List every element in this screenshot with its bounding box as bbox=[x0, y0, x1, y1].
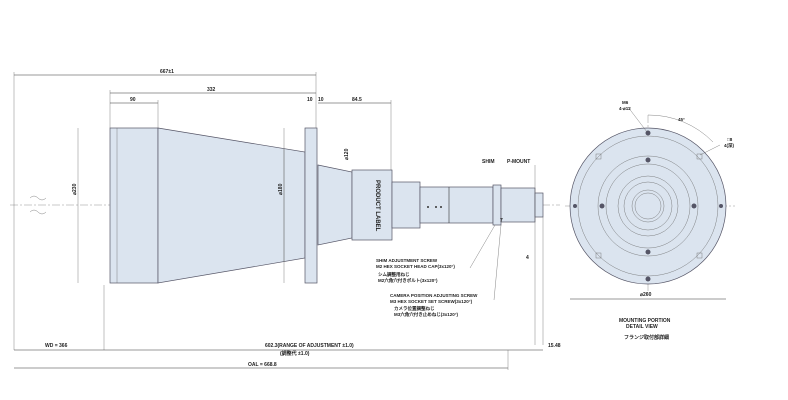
camera-screw-jp-spec: M3六角穴付き止めねじ(3x120°) bbox=[394, 311, 459, 318]
dim-dia-120: ⌀120 bbox=[344, 148, 350, 160]
break-mark bbox=[29, 195, 47, 215]
dim-10a: 10 bbox=[307, 97, 313, 103]
callouts: SHIM P-MOUNT 4 7 SHIM ADJUSTMENT SCREW M… bbox=[376, 159, 544, 345]
dim-7: 7 bbox=[500, 218, 503, 224]
hole-label: M6 bbox=[622, 100, 629, 105]
shim-screw-label: SHIM ADJUSTMENT SCREW bbox=[376, 258, 438, 263]
shim-screw-jp-spec: M2六角穴付きボルト(3x120°) bbox=[378, 277, 438, 284]
product-label: PRODUCT LABEL bbox=[374, 180, 380, 232]
bottom-dimensions: WD = 366 602.3(RANGE OF ADJUSTMENT ±1.0)… bbox=[14, 285, 561, 370]
dim-90: 90 bbox=[130, 97, 136, 103]
mounting-detail-view: M6 4-⌀12 45° □8 4(深) ⌀260 MOUNTING PORTI… bbox=[565, 100, 735, 341]
dim-oal: OAL = 668.8 bbox=[248, 362, 277, 368]
dim-332: 332 bbox=[207, 87, 216, 93]
camera-screw-spec: M3 HEX SOCKET SET SCREW(3x120°) bbox=[390, 299, 473, 304]
dim-15-48: 15.48 bbox=[548, 343, 561, 349]
shim-screw-jp: シム調整用ねじ bbox=[378, 271, 410, 278]
square-hole-spec: 4(深) bbox=[724, 142, 735, 149]
hole-spec: 4-⌀12 bbox=[619, 106, 631, 111]
camera-screw-label: CAMERA POSITION ADJUSTING SCREW bbox=[390, 293, 478, 298]
p-mount-label: P-MOUNT bbox=[507, 159, 530, 165]
lens-body: PRODUCT LABEL bbox=[109, 127, 544, 284]
dim-dia-230: ⌀230 bbox=[72, 183, 78, 195]
detail-diameter: ⌀260 bbox=[640, 292, 652, 298]
shim-label: SHIM bbox=[482, 159, 495, 165]
dim-range: 602.3(RANGE OF ADJUSTMENT ±1.0) bbox=[265, 343, 354, 349]
dim-wd: WD = 366 bbox=[45, 343, 68, 349]
top-dimensions: 667±1 332 90 10 10 84.5 ⌀120 ⌀230 ⌀180 bbox=[13, 69, 392, 350]
dim-range-jp: (調整代 ±1.0) bbox=[280, 350, 310, 357]
detail-title-jp: フランジ取付部詳細 bbox=[624, 334, 669, 341]
dim-4: 4 bbox=[526, 255, 529, 261]
square-hole-label: □8 bbox=[727, 137, 733, 142]
shim-screw-spec: M2 HEX SOCKET HEAD CAP(3x120°) bbox=[376, 264, 455, 269]
dim-overall: 667±1 bbox=[160, 69, 174, 75]
dim-dia-180: ⌀180 bbox=[278, 183, 284, 195]
dim-84-5: 84.5 bbox=[352, 97, 362, 103]
detail-title: MOUNTING PORTION bbox=[619, 318, 671, 324]
angle-label: 45° bbox=[678, 117, 685, 122]
camera-screw-jp: カメラ位置調整ねじ bbox=[394, 305, 435, 312]
dim-10b: 10 bbox=[318, 97, 324, 103]
detail-subtitle: DETAIL VIEW bbox=[626, 324, 658, 330]
